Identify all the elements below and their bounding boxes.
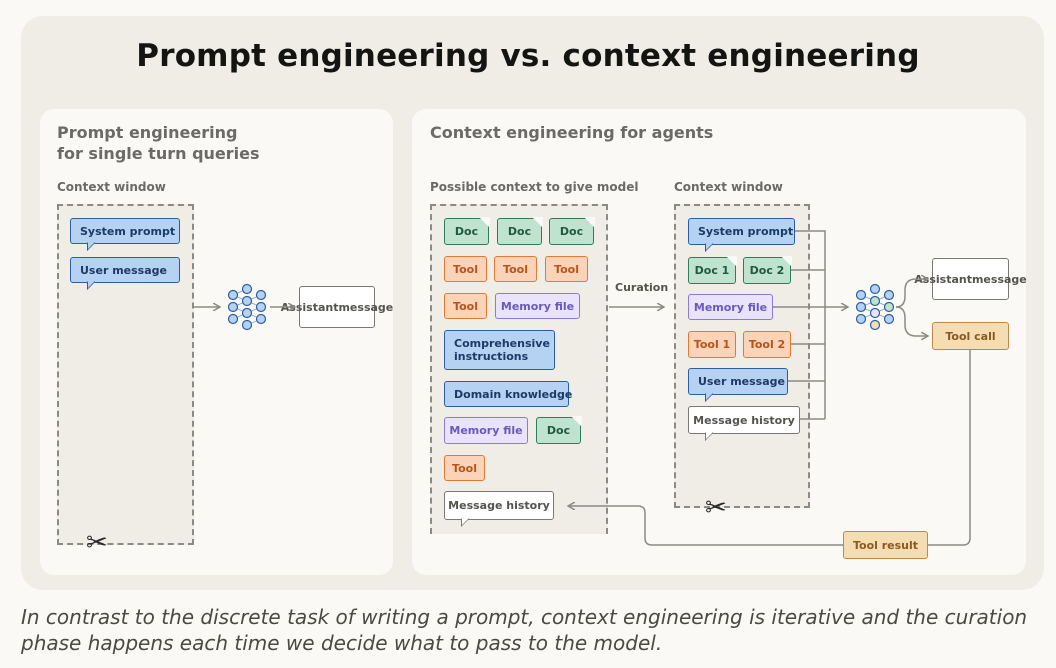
- scissors-icon: ✂: [705, 493, 727, 523]
- doc-card: Doc: [444, 217, 490, 245]
- tool-card: Tool: [545, 256, 588, 282]
- context-memory-file: Memory file: [688, 294, 773, 320]
- tool-card: Tool: [444, 256, 487, 282]
- domain-knowledge-card: Domain knowledge: [444, 381, 572, 407]
- result-to-history-arrow: [568, 506, 843, 546]
- context-tool-2: Tool 2: [743, 331, 791, 358]
- context-user-message: User message: [688, 368, 788, 395]
- model-to-toolcall-arrow: [895, 306, 928, 336]
- tool-call-box: Tool call: [932, 322, 1009, 350]
- memory-file-card: Memory file: [444, 417, 528, 444]
- page-title: Prompt engineering vs. context engineeri…: [136, 38, 920, 74]
- left-system-prompt: System prompt: [70, 218, 180, 244]
- bus-line: [795, 230, 826, 419]
- doc-card: Doc: [536, 416, 582, 444]
- right-context-window-label: Context window: [674, 180, 783, 194]
- context-doc-2: Doc 2: [743, 256, 792, 284]
- left-heading-line1: Prompt engineering: [57, 123, 238, 142]
- left-user-message: User message: [70, 257, 180, 283]
- right-panel-heading: Context engineering for agents: [430, 123, 714, 142]
- left-context-window-label: Context window: [57, 180, 166, 194]
- toolcall-to-result-line: [928, 350, 971, 546]
- model-to-assistant-arrow: [895, 279, 928, 308]
- tool-result-box: Tool result: [843, 531, 928, 559]
- figure-caption: In contrast to the discrete task of writ…: [21, 605, 1028, 655]
- neural-network-icon: [227, 283, 267, 331]
- context-doc-1: Doc 1: [688, 256, 737, 284]
- curation-label: Curation: [615, 281, 669, 294]
- memory-file-card: Memory file: [495, 293, 580, 319]
- left-heading-line2: for single turn queries: [57, 144, 260, 163]
- comprehensive-line2: instructions: [454, 350, 529, 363]
- context-message-history: Message history: [688, 406, 800, 434]
- left-assistant-line2: message: [338, 300, 394, 314]
- right-assistant-line2: message: [971, 272, 1027, 286]
- left-assistant-message: Assistant message: [281, 286, 393, 328]
- possible-context-label: Possible context to give model: [430, 180, 639, 194]
- tool-card: Tool: [494, 256, 537, 282]
- tool-card: Tool: [444, 455, 485, 481]
- left-panel-heading: Prompt engineering for single turn queri…: [57, 122, 260, 164]
- doc-card: Doc: [497, 217, 543, 245]
- comprehensive-line1: Comprehensive: [454, 337, 550, 350]
- scissors-icon: ✂: [86, 528, 108, 558]
- comprehensive-instructions-card: Comprehensive instructions: [444, 330, 555, 370]
- doc-card: Doc: [549, 217, 595, 245]
- message-history-card: Message history: [444, 491, 554, 520]
- neural-network-icon: [855, 283, 895, 331]
- tool-card: Tool: [444, 293, 487, 319]
- context-tool-1: Tool 1: [688, 331, 736, 358]
- context-system-prompt: System prompt: [688, 218, 795, 245]
